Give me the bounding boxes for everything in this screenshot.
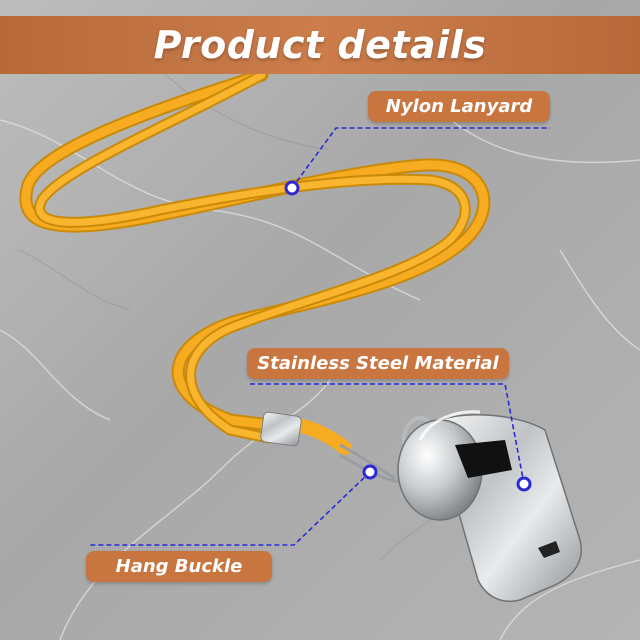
callout-markers — [284, 180, 532, 492]
marker-steel — [516, 476, 532, 492]
nylon-lanyard — [19, 68, 491, 455]
callout-label-stainless-steel: Stainless Steel Material — [247, 348, 509, 379]
callout-lines — [90, 127, 550, 546]
callout-label-hang-buckle: Hang Buckle — [86, 551, 272, 582]
leader-nylon — [291, 127, 550, 189]
steel-whistle — [397, 410, 582, 602]
metal-crimp — [260, 411, 302, 447]
banner-title: Product details — [153, 23, 487, 67]
title-banner: Product details — [0, 16, 640, 74]
marker-hang — [362, 464, 378, 480]
callout-label-nylon-lanyard: Nylon Lanyard — [368, 91, 550, 122]
leader-hang — [90, 471, 371, 546]
marker-nylon — [284, 180, 300, 196]
leader-steel — [250, 383, 525, 485]
